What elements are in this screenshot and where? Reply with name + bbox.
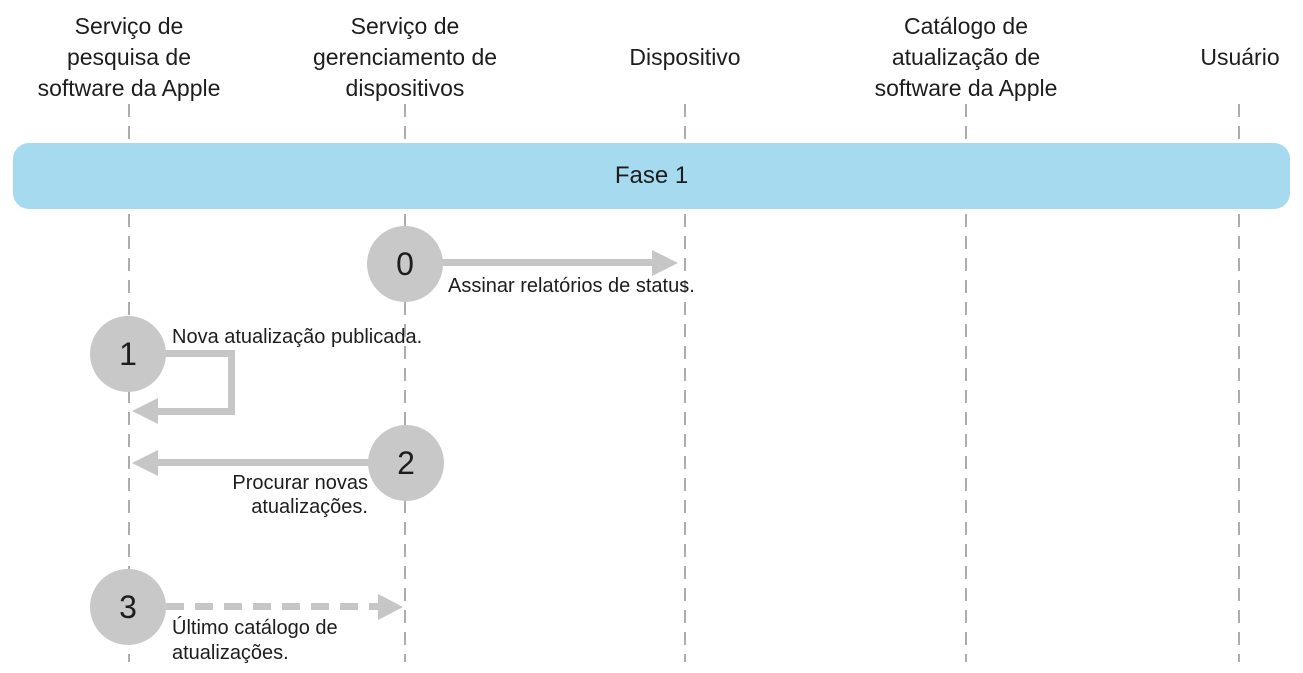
lifeline-user	[1238, 104, 1240, 662]
step-3-arrow-line	[166, 603, 378, 610]
step-0-circle: 0	[367, 226, 443, 302]
step-0-label: Assinar relatórios de status.	[448, 275, 695, 297]
lifeline-device	[684, 104, 686, 662]
step-2-arrowhead-left-icon	[132, 450, 158, 476]
phase-banner: Fase 1	[13, 143, 1290, 209]
step-0-arrow-line	[405, 259, 655, 266]
step-1-arrowhead-left-icon	[132, 398, 158, 424]
lifeline-apple-software-update-catalog	[965, 104, 967, 662]
step-3-number: 3	[119, 588, 137, 625]
step-2-label: Procurar novas atualizações.	[232, 472, 368, 518]
step-1-label: Nova atualização publicada.	[172, 326, 423, 348]
step-0-arrowhead-right-icon	[652, 250, 678, 276]
lifeline-mdm-service	[404, 104, 406, 662]
step-1-number: 1	[119, 335, 137, 372]
step-1-loop-top-line	[128, 350, 235, 357]
actor-label-mdm-service: Serviço de gerenciamento de dispositivos	[312, 12, 498, 101]
step-0-number: 0	[396, 245, 414, 282]
actor-label-apple-software-update-catalog: Catálogo de atualização de software da A…	[874, 12, 1058, 101]
step-3-circle: 3	[90, 569, 166, 645]
step-2-number: 2	[397, 444, 415, 481]
step-2-circle: 2	[368, 425, 444, 501]
phase-banner-label: Fase 1	[614, 162, 689, 189]
actor-label-apple-software-lookup-service: Serviço de pesquisa de software da Apple	[37, 12, 221, 101]
step-1-circle: 1	[90, 316, 166, 392]
step-1-loop-right-line	[228, 350, 235, 415]
step-1-loop-bottom-line	[156, 408, 235, 415]
step-2-arrow-line	[158, 459, 406, 466]
step-3-arrowhead-right-icon	[378, 594, 403, 620]
actor-label-user: Usuário	[1200, 43, 1280, 70]
step-3-label: Último catálogo de atualizações.	[172, 617, 338, 664]
actor-label-device: Dispositivo	[629, 43, 741, 70]
